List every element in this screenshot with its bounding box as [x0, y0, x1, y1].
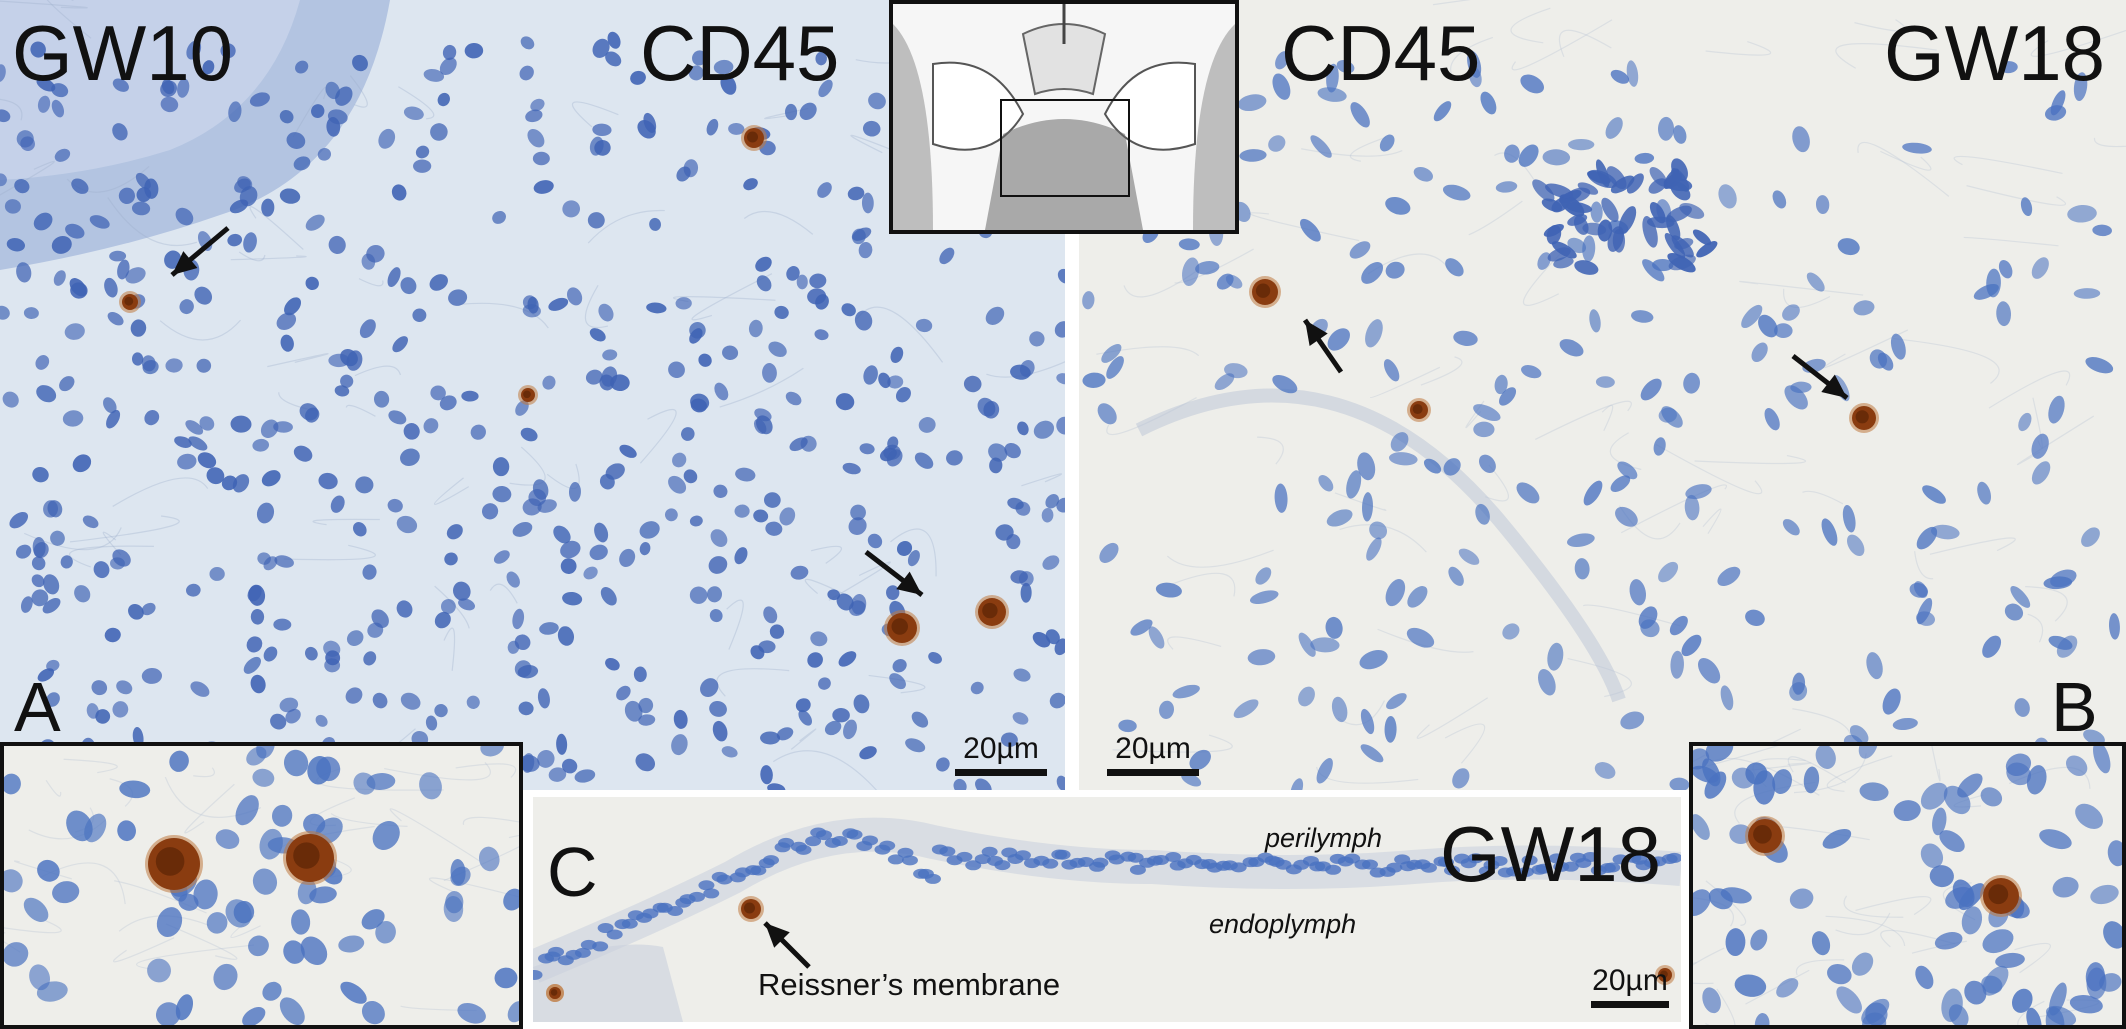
panel-b-age-label: GW18: [1884, 9, 2106, 97]
inset-b: [1689, 742, 2126, 1029]
endolymph-label: endoplymph: [1209, 909, 1357, 939]
panel-c-micrograph: C GW18 perilymph endoplymph Reissner’s m…: [533, 797, 1681, 1022]
arrow-icon: [864, 550, 924, 597]
panel-c-letter: C: [547, 833, 598, 911]
arrow-icon: [1302, 318, 1344, 374]
panel-c-scale-label: 20µm: [1592, 964, 1668, 997]
panel-b-letter: B: [2051, 668, 2098, 746]
reissners-membrane-label: Reissner’s membrane: [758, 967, 1061, 1002]
inset-b-tissue: [1693, 746, 2122, 1025]
perilymph-label: perilymph: [1265, 823, 1383, 853]
inset-a: [0, 742, 523, 1029]
arrow-icon: [170, 226, 230, 277]
overview-thumbnail: [889, 0, 1239, 234]
panel-c-age-label: GW18: [1440, 810, 1662, 898]
panel-a-micrograph: GW10 CD45 A 20µm: [0, 0, 1065, 790]
inset-a-tissue: [4, 746, 519, 1025]
panel-b-scale-bar: 20µm: [1107, 726, 1199, 776]
panel-a-scale-bar: 20µm: [955, 726, 1047, 776]
panel-a-tissue: [0, 0, 1065, 790]
panel-a-stain-label: CD45: [640, 9, 840, 97]
panel-a-letter: A: [14, 668, 61, 746]
panel-b-scale-label: 20µm: [1115, 732, 1191, 765]
panel-c-tissue: [533, 817, 1681, 1022]
panel-b-micrograph: CD45 GW18 B 20µm: [1079, 0, 2126, 790]
panel-b-stain-label: CD45: [1281, 9, 1481, 97]
panel-c-scale-bar: 20µm: [1591, 962, 1669, 1008]
arrow-icon: [763, 921, 811, 969]
cochlea-section-icon: [893, 4, 1235, 230]
panel-b-tissue: [1079, 0, 2126, 790]
panel-a-age-label: GW10: [12, 9, 234, 97]
panel-a-scale-label: 20µm: [963, 732, 1039, 765]
arrow-icon: [1791, 354, 1849, 400]
